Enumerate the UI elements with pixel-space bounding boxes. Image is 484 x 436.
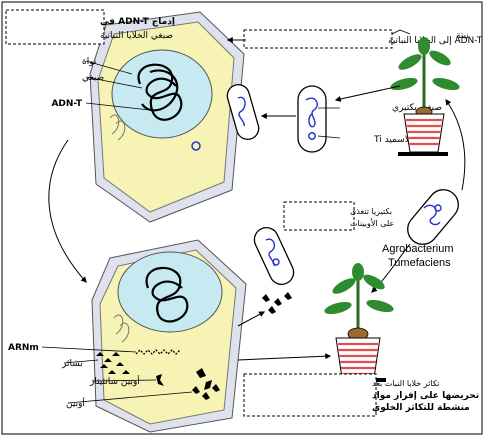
plant-to-bacteria-arrow xyxy=(334,85,401,102)
opine-synthase-pointer xyxy=(91,379,157,382)
top-plasmid-inserted xyxy=(191,141,201,151)
bacteria-feed-label-box: بكتيريا تتغذى على الأوبينات xyxy=(283,201,394,231)
top-chromosome-coil-2 xyxy=(141,69,179,112)
bacterial-chromosome-label: صبغي بكتيري xyxy=(392,103,442,113)
transfer-label-box: نقل ADN-T إلى الخلايا النباتية xyxy=(243,29,484,49)
top-chromosome-coil xyxy=(137,63,183,121)
infected-plant xyxy=(390,37,460,156)
ti-plasmid-pointer xyxy=(317,135,341,139)
opine-to-bacteria-arrow xyxy=(237,311,266,327)
bacterium-near-cell xyxy=(226,84,260,140)
species-label-line2: Tumefaciens xyxy=(388,257,451,269)
ribosome-dots xyxy=(96,352,130,374)
transfer-box-bracket xyxy=(391,29,411,35)
cell-to-tumor-arrow xyxy=(237,353,332,361)
top-nucleus xyxy=(111,49,213,139)
opine-synthase-marks xyxy=(156,368,212,390)
plant-label: نبتة xyxy=(456,31,469,41)
bacteria-feed-label-line1: بكتيريا تتغذى xyxy=(350,207,392,216)
bottom-er-lines xyxy=(113,314,130,343)
bacterium-feeding xyxy=(253,227,295,285)
nucleus-pointer xyxy=(85,60,133,75)
bottom-nucleus xyxy=(117,251,223,333)
opine-marks-free xyxy=(262,292,292,314)
proliferation-label-line2: تحريضها على إفراز مواد xyxy=(372,391,479,401)
arnm-label: ARNm xyxy=(8,343,39,353)
adn-t-pointer xyxy=(85,102,151,111)
top-to-bottom-cell-arrow xyxy=(48,139,87,283)
adn-t-label: ADN-T xyxy=(51,99,82,109)
agrobacterium-free xyxy=(407,189,459,245)
insertion-label-box: إدماج ADN-T في صبغي الخلايا النباتية xyxy=(5,9,175,45)
opine-label: أوبين xyxy=(66,397,85,409)
species-label-line1: Agrobacterium xyxy=(382,243,454,255)
ti-plasmid-label: بلاسميد Ti xyxy=(373,135,413,145)
top-er-lines xyxy=(109,114,126,141)
arnm-pointer xyxy=(41,346,137,353)
insertion-label-line2: صبغي الخلايا النباتية xyxy=(100,31,173,41)
bottom-chromosome-coil xyxy=(145,266,189,323)
proliferation-label-line3: منشطة للتكاثر الخلوي xyxy=(372,403,470,413)
bacterium-to-plant-arrow xyxy=(445,99,466,191)
bacteria-feed-label-line2: على الأوبينات xyxy=(350,218,394,228)
proliferation-label-line1: تكاثر خلايا النبات بعد xyxy=(372,379,439,388)
top-plant-cell xyxy=(89,11,245,223)
tumor-plant xyxy=(324,263,394,382)
chromosome-pointer xyxy=(85,76,143,89)
opine-marks xyxy=(192,384,220,400)
insertion-label-line1: إدماج ADN-T في xyxy=(100,17,175,27)
bottom-plant-cell xyxy=(91,239,247,433)
bacterium-with-ti xyxy=(297,85,327,153)
transfer-label: نقل ADN-T إلى الخلايا النباتية xyxy=(388,36,484,46)
bacterium-to-tumor-arrow xyxy=(371,243,411,293)
opine-pointer xyxy=(67,391,193,404)
proliferation-label-box: تكاثر خلايا النبات بعد تحريضها على إفراز… xyxy=(243,373,479,417)
ribosomes-pointer xyxy=(63,359,99,364)
ribosomes-label: بشائر xyxy=(61,359,83,369)
